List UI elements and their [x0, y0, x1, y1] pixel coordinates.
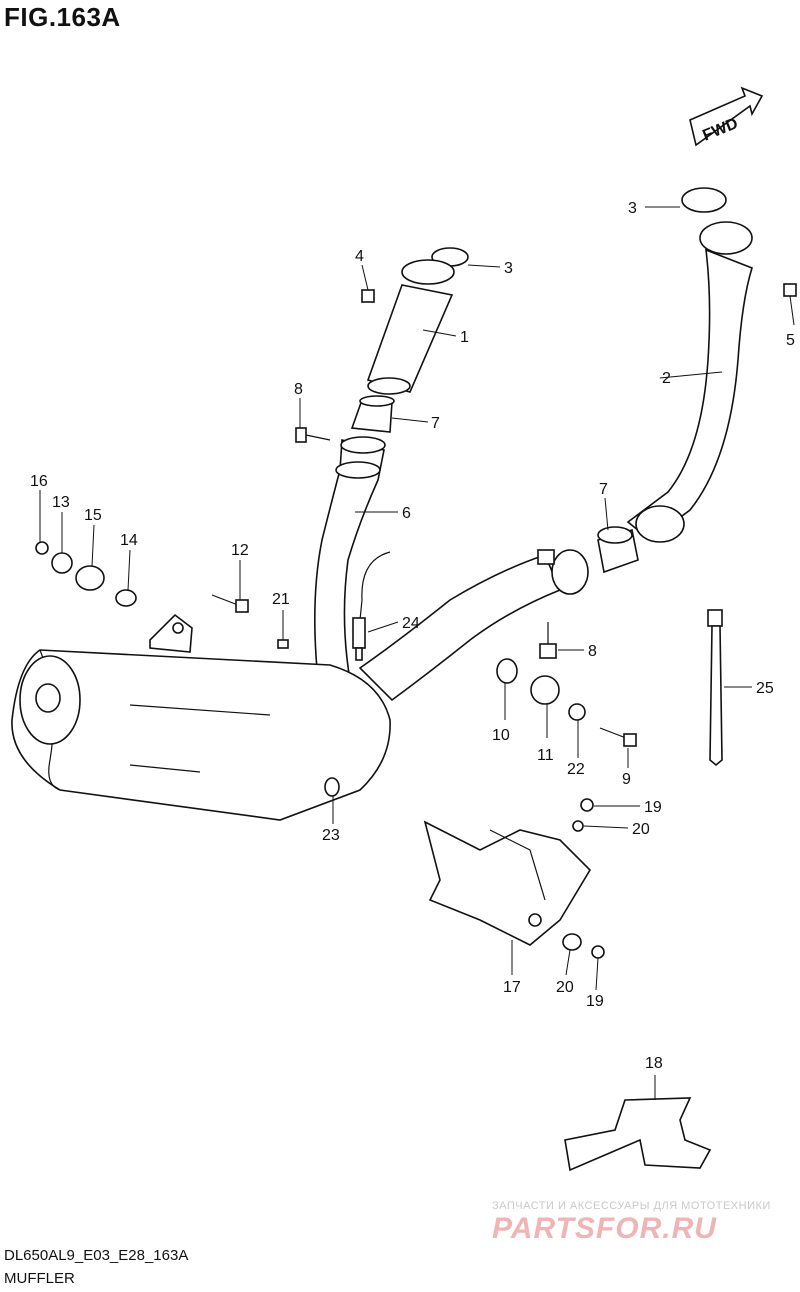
- watermark-logo: PARTSFOR.RU: [492, 1212, 717, 1245]
- callout-labels: 1 2 3 3 4 5 6 7 7 8 8 9 10 11 12 13 14 1…: [30, 200, 795, 1072]
- oxygen-sensor-part: [352, 551, 391, 661]
- collar-14-part: [115, 589, 137, 607]
- bolt-12-part: [211, 594, 249, 613]
- callout-20b: 20: [556, 979, 574, 996]
- callout-7a: 7: [431, 415, 440, 432]
- bolt-part-2: [539, 622, 557, 659]
- callout-20a: 20: [632, 821, 650, 838]
- washer-22-part: [568, 703, 586, 721]
- callout-24: 24: [402, 615, 420, 632]
- callout-18: 18: [645, 1055, 663, 1072]
- section-name: MUFFLER: [4, 1270, 75, 1287]
- nut-16-part: [35, 541, 49, 555]
- joint-sleeve-part: [350, 395, 395, 433]
- bolt-9-part: [599, 727, 637, 747]
- damper-11-part: [530, 675, 560, 705]
- bolt-4-part: [361, 289, 375, 303]
- figure-title: FIG.163A: [4, 2, 121, 32]
- callout-13: 13: [52, 494, 70, 511]
- callout-3b: 3: [504, 260, 513, 277]
- callout-4: 4: [355, 248, 364, 265]
- rear-exhaust-pipe-part: [626, 187, 753, 543]
- nut-20-top-part: [572, 820, 584, 832]
- callout-21: 21: [272, 591, 290, 608]
- callout-2: 2: [662, 370, 671, 387]
- callout-22: 22: [567, 761, 585, 778]
- callout-19a: 19: [644, 799, 662, 816]
- callout-9: 9: [622, 771, 631, 788]
- callout-11: 11: [537, 747, 554, 764]
- connector-pipe-part: [314, 436, 589, 702]
- watermark-tagline: ЗАПЧАСТИ И АКСЕССУАРЫ ДЛЯ МОТОТЕХНИКИ: [492, 1200, 771, 1212]
- callout-10: 10: [492, 727, 510, 744]
- callout-25: 25: [756, 680, 774, 697]
- callout-19b: 19: [586, 993, 604, 1010]
- callout-1: 1: [460, 329, 469, 346]
- callout-15: 15: [84, 507, 102, 524]
- callout-14: 14: [120, 532, 138, 549]
- bolt-19-bottom-part: [591, 945, 605, 959]
- nut-23-part: [324, 777, 340, 797]
- model-code: DL650AL9_E03_E28_163A: [4, 1247, 189, 1264]
- callout-3a: 3: [628, 200, 637, 217]
- callout-8a: 8: [294, 381, 303, 398]
- bolt-part: [295, 427, 331, 443]
- muffler-body-part: [11, 613, 391, 821]
- joint-sleeve-part-2: [597, 526, 639, 574]
- leader-lines: [39, 206, 795, 1100]
- callout-17: 17: [503, 979, 521, 996]
- callout-5: 5: [786, 332, 795, 349]
- fwd-direction-arrow: FWD: [689, 86, 764, 147]
- clip-21-part: [277, 639, 289, 649]
- bolt-5-part: [783, 283, 797, 297]
- callout-6: 6: [402, 505, 411, 522]
- callout-8b: 8: [588, 643, 597, 660]
- callout-12: 12: [231, 542, 249, 559]
- pad-part: [564, 1097, 712, 1172]
- cable-tie-part: [707, 609, 723, 767]
- callout-16: 16: [30, 473, 48, 490]
- damper-15-part: [75, 565, 105, 591]
- front-exhaust-pipe-part: [366, 247, 469, 395]
- nut-20-bottom-part: [562, 933, 582, 951]
- callout-7b: 7: [599, 481, 608, 498]
- collar-10-part: [496, 658, 518, 684]
- bolt-19-top-part: [580, 798, 594, 812]
- washer-13-part: [51, 552, 73, 574]
- callout-23: 23: [322, 827, 340, 844]
- heat-cover-part: [423, 820, 592, 946]
